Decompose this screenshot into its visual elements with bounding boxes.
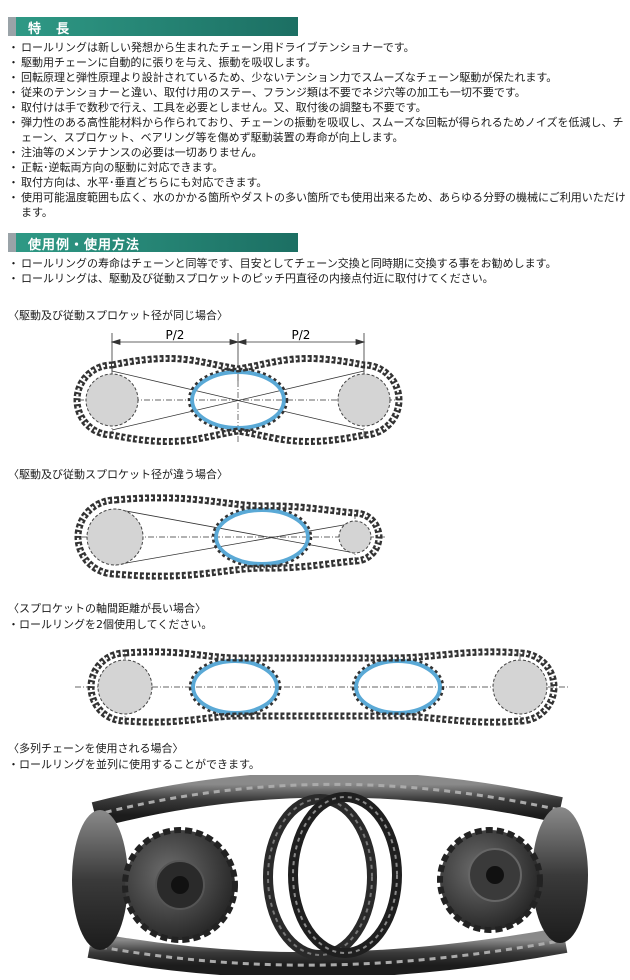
cross-lines: [114, 508, 356, 566]
dim-right-label: P/2: [292, 328, 311, 342]
bullet-mark: ・: [8, 257, 19, 270]
dimension-lines: [110, 333, 366, 381]
bullet-text: 正転･逆転両方向の駆動に対応できます。: [21, 161, 224, 174]
features-heading: 特 長: [28, 22, 71, 37]
sprocket-left: [85, 373, 139, 427]
bullet-text: 注油等のメンテナンスの必要は一切ありません。: [21, 146, 263, 159]
case-multi-note: ・ロールリングを並列に使用することができます。: [8, 758, 260, 771]
bullet-text: ロールリングは新しい発想から生まれたチェーン用ドライブテンショナーです。: [21, 41, 415, 54]
bullet-mark: ・: [8, 191, 19, 204]
bullet-item: ・従来のテンショナーと違い、取付け用のステー、フランジ類は不要でネジ穴等の加工も…: [8, 85, 626, 100]
sprocket-left-photo: [122, 827, 238, 943]
features-heading-bar: 特 長: [8, 17, 298, 37]
features-list: ・ロールリングは新しい発想から生まれたチェーン用ドライブテンショナーです。・駆動…: [8, 40, 626, 220]
bullet-mark: ・: [8, 161, 19, 174]
roll-rings-parallel: [263, 792, 402, 960]
bullet-item: ・取付けは手で数秒で行え、工具を必要としません。又、取付後の調整も不要です。: [8, 100, 626, 115]
bullet-text: 従来のテンショナーと違い、取付け用のステー、フランジ類は不要でネジ穴等の加工も一…: [21, 86, 526, 99]
case-long-title: 〈スプロケットの軸間距離が長い場合〉: [8, 602, 206, 615]
heading-marker: [8, 233, 16, 252]
usage-heading: 使用例・使用方法: [28, 238, 141, 253]
bullet-mark: ・: [8, 272, 19, 285]
bullet-item: ・弾力性のある高性能材料から作られており、チェーンの振動を吸収し、スムーズな回転…: [8, 115, 626, 145]
bullet-item: ・ロールリングの寿命はチェーンと同等です、目安としてチェーン交換と同時期に交換す…: [8, 256, 626, 271]
dim-left-label: P/2: [166, 328, 185, 342]
bullet-mark: ・: [8, 101, 19, 114]
bullet-mark: ・: [8, 146, 19, 159]
sprocket-right-photo: [437, 827, 543, 933]
sprocket-large: [86, 508, 144, 566]
case-same-title: 〈駆動及び従動スプロケット径が同じ場合〉: [8, 309, 228, 322]
sprocket-small: [338, 520, 372, 554]
case-multi-title: 〈多列チェーンを使用される場合〉: [8, 742, 184, 755]
diagram-long-distance: [75, 648, 570, 726]
bullet-item: ・回転原理と弾性原理より設計されているため、少ないテンション力でスムーズなチェー…: [8, 70, 626, 85]
bullet-mark: ・: [8, 71, 19, 84]
bullet-item: ・使用可能温度範囲も広く、水のかかる箇所やダストの多い箇所でも使用出来るため、あ…: [8, 190, 626, 220]
bullet-item: ・駆動用チェーンに自動的に張りを与え、振動を吸収します。: [8, 55, 626, 70]
bullet-text: 弾力性のある高性能材料から作られており、チェーンの振動を吸収し、スムーズな回転が…: [21, 116, 624, 144]
bullet-mark: ・: [8, 176, 19, 189]
case-long-note: ・ロールリングを2個使用してください。: [8, 618, 213, 631]
bullet-text: 使用可能温度範囲も広く、水のかかる箇所やダストの多い箇所でも使用出来るため、あら…: [21, 191, 626, 219]
bullet-item: ・ロールリングは新しい発想から生まれたチェーン用ドライブテンショナーです。: [8, 40, 626, 55]
sprocket-right: [492, 659, 548, 715]
bullet-text: 駆動用チェーンに自動的に張りを与え、振動を吸収します。: [21, 56, 317, 69]
bullet-text: 回転原理と弾性原理より設計されているため、少ないテンション力でスムーズなチェーン…: [21, 71, 558, 84]
bullet-mark: ・: [8, 41, 19, 54]
sprocket-right: [337, 373, 391, 427]
bullet-item: ・注油等のメンテナンスの必要は一切ありません。: [8, 145, 626, 160]
sprocket-left: [97, 659, 153, 715]
chain-strands: [72, 775, 588, 975]
bullet-text: 取付けは手で数秒で行え、工具を必要としません。又、取付後の調整も不要です。: [21, 101, 427, 114]
bullet-mark: ・: [8, 116, 19, 129]
bullet-text: ロールリングの寿命はチェーンと同等です、目安としてチェーン交換と同時期に交換する…: [21, 257, 557, 270]
bullet-item: ・ロールリングは、駆動及び従動スプロケットのピッチ円直径の内接点付近に取付けてく…: [8, 271, 626, 286]
usage-list: ・ロールリングの寿命はチェーンと同等です、目安としてチェーン交換と同時期に交換す…: [8, 256, 626, 286]
multi-row-chain-photo: [72, 775, 588, 975]
bullet-text: ロールリングは、駆動及び従動スプロケットのピッチ円直径の内接点付近に取付けてくだ…: [21, 272, 494, 285]
heading-marker: [8, 17, 16, 36]
bullet-text: 取付方向は、水平･垂直どちらにも対応できます。: [21, 176, 268, 189]
usage-heading-bar: 使用例・使用方法: [8, 233, 298, 253]
diagram-different-diameter: [74, 494, 385, 580]
bullet-mark: ・: [8, 56, 19, 69]
bullet-item: ・取付方向は、水平･垂直どちらにも対応できます。: [8, 175, 626, 190]
bullet-item: ・正転･逆転両方向の駆動に対応できます。: [8, 160, 626, 175]
diagram-same-diameter: P/2 P/2: [73, 328, 403, 446]
case-different-title: 〈駆動及び従動スプロケット径が違う場合〉: [8, 468, 228, 481]
bullet-mark: ・: [8, 86, 19, 99]
